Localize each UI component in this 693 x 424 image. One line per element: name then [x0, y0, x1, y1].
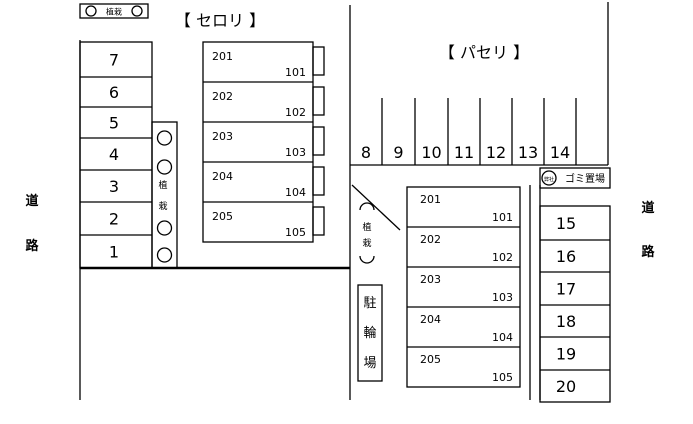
- planting-label-top: 植栽: [106, 7, 122, 17]
- planting-label-parsley-2: 栽: [362, 237, 371, 249]
- bicycle-parking-box: [357, 284, 383, 382]
- planting-arc-top: [359, 202, 375, 211]
- parking-space-number: 18: [556, 312, 576, 331]
- parking-space-number: 11: [454, 143, 474, 162]
- balcony: [312, 166, 325, 196]
- garbage-badge: 弊社: [544, 176, 554, 183]
- parking-space-number: 20: [556, 377, 576, 396]
- parking-space-number: 2: [109, 210, 119, 229]
- bicycle-parking-label-1: 駐: [363, 296, 376, 311]
- bicycle-parking-label-3: 場: [363, 356, 376, 371]
- planting-circle: [156, 159, 173, 175]
- unit-lower-number: 102: [492, 251, 513, 264]
- unit-upper-number: 202: [420, 233, 441, 246]
- unit-upper-number: 201: [212, 50, 233, 63]
- garbage-area: [539, 167, 611, 189]
- planting-label-celery-1: 植: [158, 179, 167, 191]
- parking-space-number: 7: [109, 51, 119, 70]
- balcony: [312, 46, 325, 76]
- parking-space-number: 14: [550, 143, 570, 162]
- road-label-left-2: 路: [25, 238, 39, 254]
- parking-space-number: 17: [556, 280, 576, 299]
- parking-space-number: 6: [109, 83, 119, 102]
- road-label-right-2: 路: [641, 244, 655, 260]
- planting-circle: [156, 247, 173, 263]
- parking-space-number: 19: [556, 345, 576, 364]
- unit-lower-number: 105: [285, 226, 306, 239]
- planting-circle: [131, 5, 143, 17]
- unit-lower-number: 101: [492, 211, 513, 224]
- unit-upper-number: 203: [420, 273, 441, 286]
- planting-label-celery-2: 栽: [158, 200, 167, 212]
- parking-space-number: 3: [109, 177, 119, 196]
- parking-space-number: 15: [556, 214, 576, 233]
- planting-circle: [85, 5, 97, 17]
- unit-lower-number: 103: [285, 146, 306, 159]
- planting-arc-bottom: [359, 255, 375, 264]
- planting-box-top: [79, 3, 149, 19]
- diagonal-driveway-line: [351, 184, 401, 231]
- parking-space-number: 4: [109, 145, 119, 164]
- parsley-title: 【 パセリ 】: [439, 43, 529, 62]
- celery-title: 【 セロリ 】: [175, 11, 265, 30]
- balcony: [312, 86, 325, 116]
- balcony: [312, 206, 325, 236]
- bicycle-parking-label-2: 輪: [363, 325, 376, 341]
- parking-space-number: 16: [556, 247, 576, 266]
- garbage-badge-circle: [541, 170, 557, 186]
- parsley-building: [406, 186, 521, 388]
- parking-space-number: 13: [518, 143, 538, 162]
- unit-upper-number: 201: [420, 193, 441, 206]
- parsley-parking-block: [539, 205, 611, 403]
- parking-space-number: 1: [109, 243, 119, 262]
- unit-upper-number: 203: [212, 130, 233, 143]
- parking-space-number: 9: [393, 143, 403, 162]
- unit-lower-number: 101: [285, 66, 306, 79]
- unit-lower-number: 104: [492, 331, 513, 344]
- planting-column: [151, 121, 178, 269]
- parking-space-number: 8: [361, 143, 371, 162]
- road-label-left-1: 道: [25, 193, 38, 209]
- unit-upper-number: 204: [420, 313, 441, 326]
- parking-space-number: 12: [486, 143, 506, 162]
- planting-label-parsley-1: 植: [362, 221, 371, 233]
- unit-upper-number: 204: [212, 170, 233, 183]
- unit-lower-number: 105: [492, 371, 513, 384]
- road-label-right-1: 道: [641, 200, 654, 216]
- unit-lower-number: 104: [285, 186, 306, 199]
- unit-lower-number: 103: [492, 291, 513, 304]
- unit-upper-number: 202: [212, 90, 233, 103]
- balcony: [312, 126, 325, 156]
- unit-lower-number: 102: [285, 106, 306, 119]
- parking-space-number: 10: [421, 143, 441, 162]
- planting-circle: [156, 220, 173, 236]
- parking-space-number: 5: [109, 114, 119, 133]
- unit-upper-number: 205: [420, 353, 441, 366]
- garbage-label: ゴミ置場: [565, 172, 605, 185]
- unit-upper-number: 205: [212, 210, 233, 223]
- planting-circle: [156, 130, 173, 146]
